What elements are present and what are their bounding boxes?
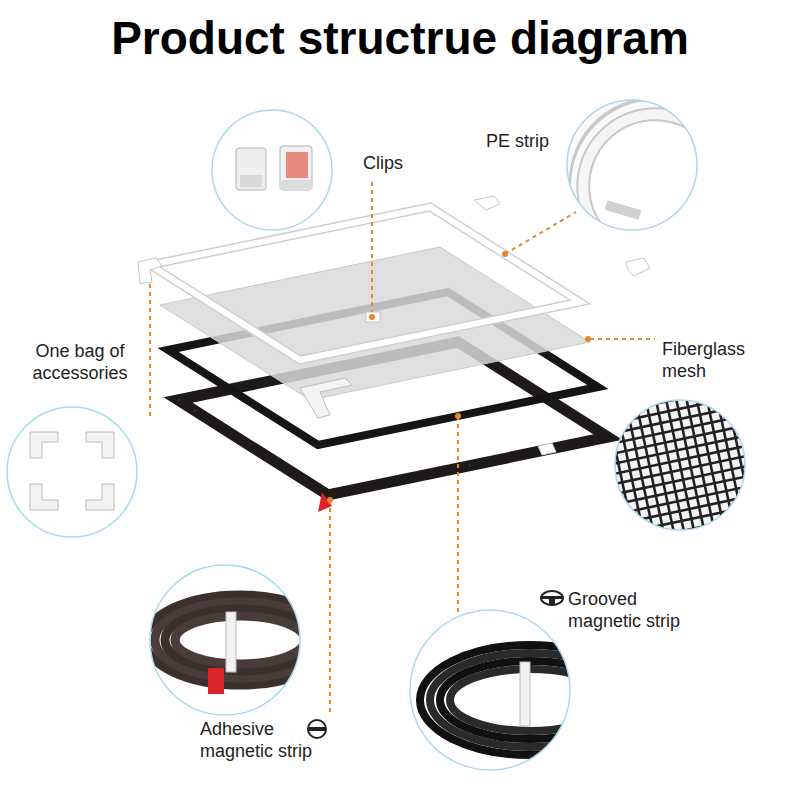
- grooved-strip-photo: [410, 610, 640, 770]
- part-label: Clips: [363, 152, 433, 174]
- adhesive-section-symbol: [308, 720, 326, 738]
- leader-line: [329, 500, 331, 712]
- accessories-photo: [7, 407, 137, 537]
- leader-line: [371, 182, 373, 312]
- corner-piece: [300, 378, 352, 418]
- part-label: Adhesive magnetic strip: [200, 718, 332, 762]
- part-label: One bag of accessories: [22, 340, 138, 384]
- leader-lines: [150, 182, 655, 712]
- page-title: Product structrue diagram: [0, 10, 800, 66]
- exploded-layers: [138, 196, 650, 512]
- clip-pieces: [138, 196, 650, 455]
- leader-dots: [327, 251, 591, 503]
- leader-line: [149, 284, 151, 420]
- clips-photo: [212, 110, 332, 230]
- leader-line: [457, 416, 459, 612]
- pe-strip-photo: [564, 92, 710, 232]
- leader-line: [590, 338, 655, 340]
- grooved-section-symbol: [541, 591, 563, 605]
- adhesive-strip-photo: [145, 565, 335, 715]
- pe-frame-outline: [150, 207, 580, 360]
- pe-strip-frame: [150, 207, 580, 360]
- part-label: Fiberglass mesh: [662, 338, 762, 382]
- leader-line: [505, 212, 576, 254]
- part-label: PE strip: [486, 130, 566, 152]
- part-label: Grooved magnetic strip: [568, 588, 708, 632]
- mesh-photo: [579, 364, 781, 566]
